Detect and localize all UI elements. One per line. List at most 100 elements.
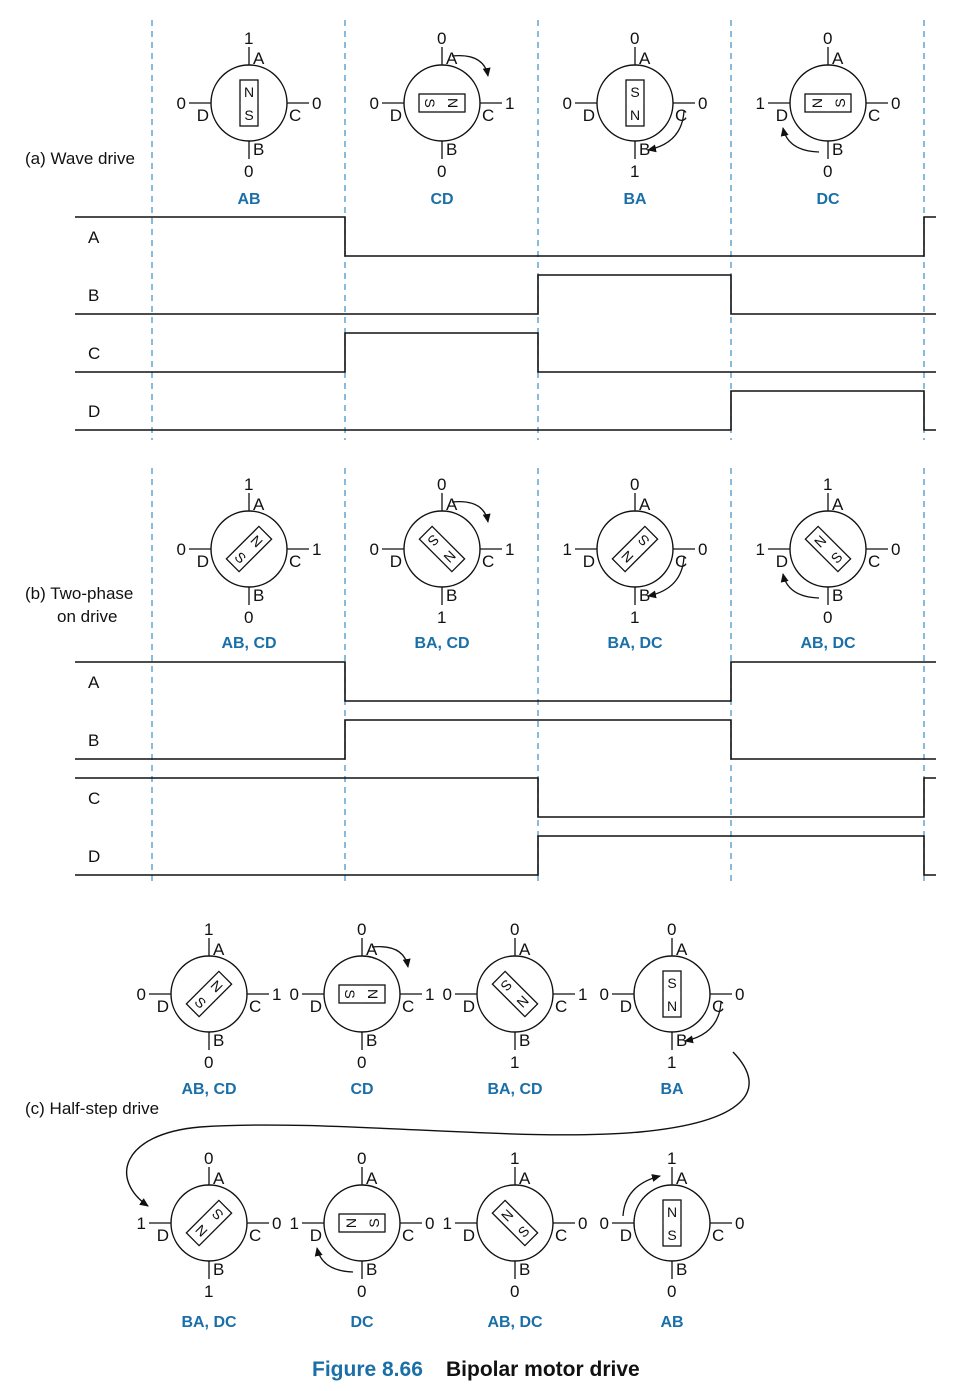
two-phase-signal-D [75, 835, 936, 876]
half-step-motor-8-rotation-arrow [622, 1174, 661, 1217]
two-phase-motor-1-magnet: NS [225, 525, 273, 573]
half-step-motor-6-pin-d-value: 1 [290, 1214, 299, 1233]
half-step-motor-7-pin-d-value: 1 [443, 1214, 452, 1233]
half-step-return-arrow [125, 1051, 750, 1207]
wave-a-motor-4-label-b: B [832, 140, 843, 159]
wave-a-motor-4-pin-b-value: 0 [823, 162, 832, 181]
wave-a-motor-3-label-a: A [639, 49, 651, 68]
half-step-motor-7-pin-c-value: 0 [578, 1214, 587, 1233]
half-step-motor-6-pin-c-value: 0 [425, 1214, 434, 1233]
half-step-motor-8-magnet-top-pole: N [667, 1204, 677, 1220]
wave-a-motor-4-label-d: D [776, 106, 788, 125]
wave-a-motor-4-pin-d-value: 1 [756, 94, 765, 113]
wave-a-motor-1-label-d: D [197, 106, 209, 125]
wave-a-motor-3-caption: BA [623, 191, 647, 208]
two-phase-motor-1-pin-a-value: 1 [244, 475, 253, 494]
half-step-motor-2-label-a: A [366, 940, 378, 959]
half-step-motor-4-label-d: D [620, 997, 632, 1016]
wave-a-motor-2-pin-c-value: 1 [505, 94, 514, 113]
half-step-motor-3-magnet: NS [491, 970, 539, 1018]
two-phase-motor-2-label-c: C [482, 552, 494, 571]
two-phase-motor-3-magnet: NS [611, 525, 659, 573]
wave-a-signal-B [75, 274, 936, 315]
half-step-motor-8-pin-a-value: 1 [667, 1149, 676, 1168]
wave-a-signal-A [75, 216, 936, 257]
two-phase-motor-2-pin-d-value: 0 [370, 540, 379, 559]
half-step-motor-6-label-d: D [310, 1226, 322, 1245]
two-phase-motor-4-magnet-mid [821, 542, 835, 556]
wave-a-motor-2-label-c: C [482, 106, 494, 125]
two-phase-motor-3-pin-b-value: 1 [630, 608, 639, 627]
two-phase-motor-4-pin-d-value: 1 [756, 540, 765, 559]
wave-a-motor-4-label-a: A [832, 49, 844, 68]
two-phase-motor-1-label-a: A [253, 495, 265, 514]
wave-a-motor-2-label-b: B [446, 140, 457, 159]
half-step-motor-6-caption: DC [350, 1314, 374, 1331]
half-step-motor-4-pin-a-value: 0 [667, 920, 676, 939]
two-phase-motor-1-pin-d-value: 0 [177, 540, 186, 559]
wave-a-motor-1-caption: AB [237, 191, 260, 208]
two-phase-motor-4-label-d: D [776, 552, 788, 571]
half-step-motor-4-pin-d-value: 0 [600, 985, 609, 1004]
half-step-motor-7-caption: AB, DC [487, 1314, 543, 1331]
half-step-motor-4-magnet-bottom-pole: N [667, 998, 677, 1014]
two-phase-signal-C-label: C [88, 789, 100, 808]
wave-a-signal-D [75, 390, 936, 431]
half-step-motor-2-pin-d-value: 0 [290, 985, 299, 1004]
half-step-motor-5-label-c: C [249, 1226, 261, 1245]
two-phase-signal-C [75, 777, 936, 818]
two-phase-motor-4-label-c: C [868, 552, 880, 571]
two-phase-motor-2-caption: BA, CD [414, 635, 469, 652]
two-phase-motor-4-magnet: NS [804, 525, 852, 573]
two-phase-motor-4-label-a: A [832, 495, 844, 514]
two-phase-motor-3-label-d: D [583, 552, 595, 571]
wave-a-motor-3-label-c: C [675, 106, 687, 125]
half-step-motor-8-label-b: B [676, 1260, 687, 1279]
half-step-motor-2-caption: CD [350, 1081, 373, 1098]
two-phase-motor-1-caption: AB, CD [221, 635, 276, 652]
half-step-motor-1-label-b: B [213, 1031, 224, 1050]
half-step-motor-4-magnet-top-pole: S [667, 975, 676, 991]
step-divider-lines [151, 20, 925, 884]
wave-a-motor-1-label-b: B [253, 140, 264, 159]
half-step-motor-3-pin-d-value: 0 [443, 985, 452, 1004]
wave-a-motor-4-magnet-bottom-pole: S [832, 98, 848, 107]
wave-a-motor-2-caption: CD [430, 191, 453, 208]
wave-a-motor-1-magnet-bottom-pole: S [244, 107, 253, 123]
half-step-motor-7-label-a: A [519, 1169, 531, 1188]
wave-a-motor-4-caption: DC [816, 191, 840, 208]
wave-a-motor-1-pin-a-value: 1 [244, 29, 253, 48]
half-step-motor-4-pin-b-value: 1 [667, 1053, 676, 1072]
wave-a-motor-2-label-a: A [446, 49, 458, 68]
figure-title: Bipolar motor drive [446, 1358, 640, 1381]
half-step-motor-7-label-d: D [463, 1226, 475, 1245]
two-phase-motor-2-label-d: D [390, 552, 402, 571]
two-phase-motor-2-magnet: NS [418, 525, 466, 573]
wave-a-motor-4-rotation-arrow [780, 127, 820, 153]
wave-a-motor-2-pin-a-value: 0 [437, 29, 446, 48]
half-step-motor-3-label-d: D [463, 997, 475, 1016]
half-step-motor-7-pin-b-value: 0 [510, 1282, 519, 1301]
two-phase-motor-4-caption: AB, DC [800, 635, 856, 652]
half-step-motor-1-pin-b-value: 0 [204, 1053, 213, 1072]
two-phase-motor-2-magnet-mid [435, 542, 449, 556]
wave-a-motor-2-magnet-bottom-pole: S [422, 98, 438, 107]
wave-a-motor-4-magnet-top-pole: N [809, 98, 825, 108]
wave-a-motor-4-label-c: C [868, 106, 880, 125]
half-step-motor-8-label-c: C [712, 1226, 724, 1245]
wave-a-signal-A-label: A [88, 228, 100, 247]
half-step-motor-7-label-b: B [519, 1260, 530, 1279]
two-phase-motor-2-pin-b-value: 1 [437, 608, 446, 627]
half-step-motor-2-magnet-top-pole: N [365, 989, 381, 999]
two-phase-motor-1-label-b: B [253, 586, 264, 605]
half-step-motor-6-magnet-bottom-pole: S [366, 1218, 382, 1227]
